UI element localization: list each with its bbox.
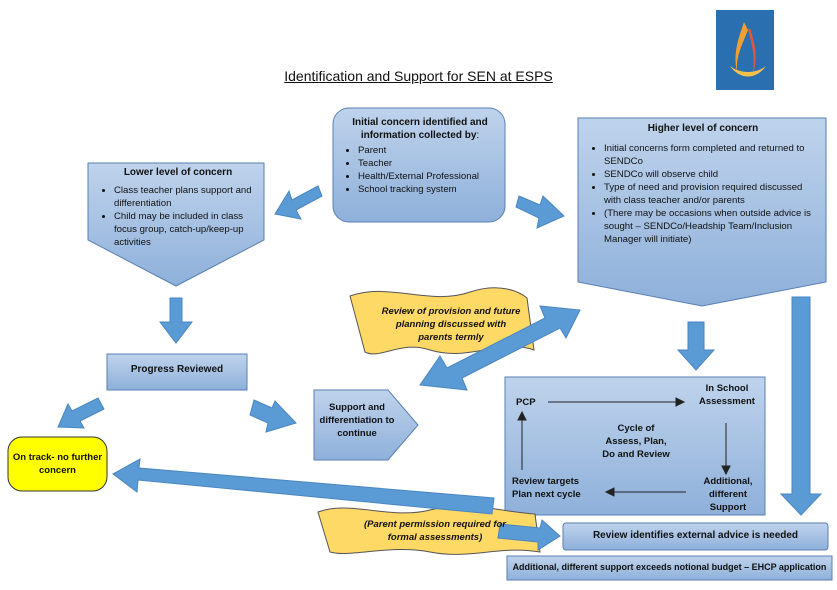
initial-list: Parent Teacher Health/External Professio…	[340, 144, 500, 196]
cycle-assessment: In School Assessment	[699, 383, 755, 407]
higher-item: Type of need and provision required disc…	[604, 181, 820, 207]
higher-item: Initial concerns form completed and retu…	[604, 142, 820, 168]
external-shape	[562, 522, 829, 551]
parent-banner-shape	[317, 505, 541, 555]
progress-reviewed: Progress Reviewed	[130, 364, 224, 375]
arrow-to-cycle	[676, 321, 716, 371]
external-advice: Review identifies external advice is nee…	[592, 530, 799, 541]
lower-level-box: Lower level of concern Class teacher pla…	[96, 167, 260, 249]
on-track-label: On track- no further concern	[12, 452, 103, 476]
arrow-support-higher	[419, 305, 581, 391]
arrow-to-on-track	[57, 397, 105, 429]
arrow-to-progress	[158, 297, 194, 344]
progress-shape	[106, 353, 248, 391]
arrow-to-support	[249, 399, 297, 433]
arrow-to-higher	[515, 195, 565, 229]
arrow-to-lower	[274, 185, 323, 220]
initial-item: Teacher	[358, 157, 500, 170]
initial-concern-box: Initial concern identified and informati…	[340, 116, 500, 196]
initial-item: Health/External Professional	[358, 170, 500, 183]
arrow-to-external-small	[497, 519, 561, 551]
initial-item: Parent	[358, 144, 500, 157]
on-track-shape	[7, 436, 108, 492]
school-logo	[716, 10, 774, 90]
initial-heading: Initial concern identified and informati…	[352, 117, 488, 141]
cycle-review-targets: Review targets Plan next cycle	[512, 476, 581, 500]
cycle-arrows	[517, 397, 731, 497]
ehcp-shape	[506, 555, 833, 581]
lower-item: Class teacher plans support and differen…	[114, 184, 260, 210]
cycle-additional: Additional, different Support	[703, 476, 753, 513]
support-shape	[313, 389, 419, 461]
higher-item: SENDCo will observe child	[604, 168, 820, 181]
arrow-back-on-track	[112, 458, 495, 515]
higher-item: (There may be occasions when outside adv…	[604, 207, 820, 246]
cycle-pcp: PCP	[516, 397, 536, 408]
page-title: Identification and Support for SEN at ES…	[284, 68, 553, 84]
review-banner-text: Review of provision and future planning …	[381, 306, 521, 343]
higher-heading: Higher level of concern	[647, 123, 759, 134]
higher-level-shape	[577, 117, 827, 307]
lower-level-shape	[87, 162, 265, 287]
ehcp-application: Additional, different support exceeds no…	[512, 562, 827, 572]
lower-list: Class teacher plans support and differen…	[96, 184, 260, 249]
higher-list: Initial concerns form completed and retu…	[586, 142, 820, 246]
higher-level-box: Higher level of concern Initial concerns…	[586, 123, 820, 246]
initial-concern-shape	[332, 107, 506, 223]
review-banner-shape	[349, 287, 535, 355]
initial-item: School tracking system	[358, 183, 500, 196]
parent-banner-text: (Parent permission required for formal a…	[363, 519, 506, 543]
lower-heading: Lower level of concern	[123, 167, 233, 178]
cycle-center: Cycle of Assess, Plan, Do and Review	[602, 423, 670, 460]
support-continue: Support and differentiation to continue	[319, 402, 395, 439]
lower-item: Child may be included in class focus gro…	[114, 210, 260, 249]
arrow-to-external	[779, 296, 823, 516]
